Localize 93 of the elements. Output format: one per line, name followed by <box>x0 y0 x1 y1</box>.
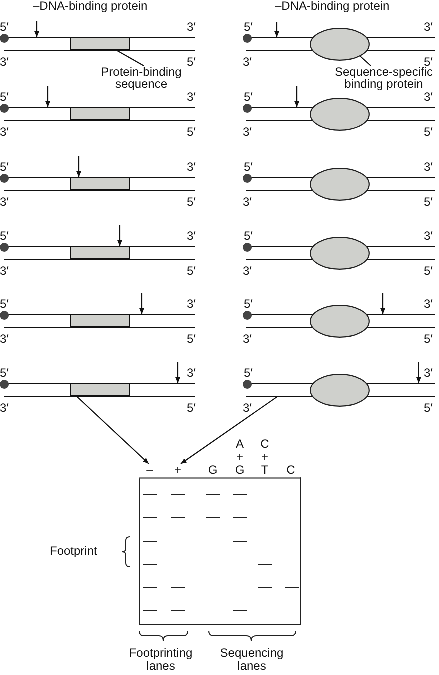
binding-sequence-box <box>70 383 130 396</box>
column-heading: –DNA-binding protein <box>275 0 390 12</box>
strand-end-label: 5′ <box>424 196 433 208</box>
strand-end-label: 5′ <box>244 298 253 310</box>
strand-end-label: 3′ <box>0 126 9 138</box>
lane-label: C <box>286 464 296 477</box>
strand-end-label: 3′ <box>424 161 433 173</box>
strand-end-label: 3′ <box>0 333 9 345</box>
strand-end-label: 3′ <box>0 402 9 414</box>
binding-protein-oval <box>310 374 370 406</box>
callout-label: Protein-binding sequence <box>96 66 186 90</box>
strand-end-label: 5′ <box>0 367 9 379</box>
strand-end-label: 5′ <box>187 196 196 208</box>
brace-label: Footprinting lanes <box>128 647 194 673</box>
lane-label: G <box>207 464 219 477</box>
binding-sequence-box <box>70 37 130 50</box>
strand-end-label: 3′ <box>243 126 252 138</box>
dna-duplex <box>4 383 195 397</box>
binding-sequence-box <box>70 107 130 120</box>
strand-end-label: 3′ <box>243 402 252 414</box>
strand-end-label: 5′ <box>424 402 433 414</box>
strand-end-label: 5′ <box>244 230 253 242</box>
lane-label: + <box>174 464 182 477</box>
brace-label: Sequencing lanes <box>219 647 285 673</box>
strand-end-label: 3′ <box>243 265 252 277</box>
strand-end-label: 5′ <box>187 126 196 138</box>
strand-end-label: 5′ <box>244 161 253 173</box>
strand-end-label: 3′ <box>0 196 9 208</box>
dna-duplex <box>4 107 195 121</box>
strand-end-label: 5′ <box>0 91 9 103</box>
strand-end-label: 3′ <box>243 56 252 68</box>
strand-end-label: 3′ <box>243 196 252 208</box>
lane-label: C + T <box>260 438 270 477</box>
strand-end-label: 5′ <box>0 298 9 310</box>
dna-duplex <box>4 246 195 260</box>
strand-end-label: 3′ <box>187 91 196 103</box>
dna-duplex <box>4 177 195 191</box>
brace-label: Footprint <box>50 545 98 558</box>
strand-end-label: 3′ <box>187 21 196 33</box>
lane-label: A + G <box>234 438 246 477</box>
strand-end-label: 5′ <box>0 230 9 242</box>
arrow <box>46 86 50 108</box>
strand-end-label: 3′ <box>424 91 433 103</box>
binding-sequence-box <box>70 246 130 260</box>
strand-end-label: 5′ <box>0 21 9 33</box>
column-heading: –DNA-binding protein <box>33 0 148 12</box>
arrow <box>176 362 180 384</box>
strand-end-label: 3′ <box>424 367 433 379</box>
dna-duplex <box>4 37 195 51</box>
dna-duplex <box>4 314 195 328</box>
strand-end-label: 5′ <box>187 56 196 68</box>
binding-protein-oval <box>310 236 370 270</box>
leader-line <box>116 50 144 66</box>
arrow <box>294 86 300 108</box>
arrow <box>416 362 422 384</box>
binding-protein-oval <box>310 168 370 200</box>
binding-protein-oval <box>310 304 370 338</box>
arrow <box>34 21 40 38</box>
binding-sequence-box <box>70 314 130 328</box>
strand-end-label: 5′ <box>244 367 253 379</box>
strand-end-label: 5′ <box>0 161 9 173</box>
strand-end-label: 5′ <box>424 265 433 277</box>
strand-end-label: 3′ <box>187 230 196 242</box>
arrow <box>274 22 280 38</box>
strand-end-label: 5′ <box>244 21 253 33</box>
lane-label: – <box>146 464 154 477</box>
strand-end-label: 5′ <box>244 91 253 103</box>
strand-end-label: 3′ <box>424 21 433 33</box>
strand-end-label: 5′ <box>424 126 433 138</box>
callout-label: Sequence-specific binding protein <box>332 66 436 90</box>
strand-end-label: 3′ <box>424 298 433 310</box>
arrow <box>118 225 122 246</box>
arrow <box>380 293 386 314</box>
strand-end-label: 5′ <box>187 265 196 277</box>
strand-end-label: 5′ <box>187 402 196 414</box>
strand-end-label: 5′ <box>187 333 196 345</box>
strand-end-label: 3′ <box>0 265 9 277</box>
arrow <box>140 293 144 314</box>
arrow <box>76 156 82 178</box>
arrow <box>76 396 150 464</box>
strand-end-label: 3′ <box>424 230 433 242</box>
binding-sequence-box <box>70 177 130 190</box>
strand-end-label: 3′ <box>0 56 9 68</box>
strand-end-label: 5′ <box>424 56 433 68</box>
strand-end-label: 3′ <box>187 161 196 173</box>
strand-end-label: 3′ <box>243 333 252 345</box>
strand-end-label: 3′ <box>187 298 196 310</box>
arrow <box>180 396 278 464</box>
binding-protein-oval <box>310 98 370 130</box>
strand-end-label: 3′ <box>187 367 196 379</box>
leader-line <box>360 56 372 66</box>
binding-protein-oval <box>310 28 370 60</box>
strand-end-label: 5′ <box>424 333 433 345</box>
